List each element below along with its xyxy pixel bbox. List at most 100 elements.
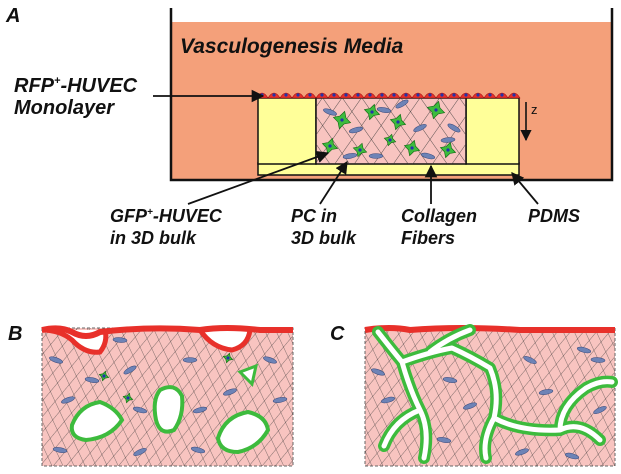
- pericyte: [52, 447, 68, 453]
- rfp-nucleus: [272, 93, 276, 97]
- pericyte: [272, 397, 288, 403]
- pericyte: [447, 123, 461, 133]
- pericyte: [436, 437, 452, 443]
- collagen-label: Collagen: [401, 206, 477, 226]
- pericyte: [132, 406, 148, 414]
- gfp-huvec-nucleus: [102, 374, 106, 378]
- pc-label: PC in: [291, 206, 337, 226]
- panel-b-letter: B: [8, 323, 22, 345]
- z-axis-label: z: [531, 102, 538, 117]
- rfp-nucleus: [476, 93, 480, 97]
- panel-c-monolayer: [364, 325, 615, 334]
- pericyte: [515, 448, 529, 456]
- panel-b-lumen-3: [215, 409, 271, 455]
- gfp-huvec-nucleus: [434, 108, 438, 112]
- media-label: Vasculogenesis Media: [180, 35, 404, 58]
- rfp-nucleus: [464, 93, 468, 97]
- pericyte: [342, 153, 358, 159]
- gfp-huvec-nucleus: [358, 148, 362, 152]
- pericyte: [593, 406, 607, 414]
- rfp-nucleus: [500, 93, 504, 97]
- rfp-nucleus: [380, 93, 384, 97]
- gfp-huvec-nucleus: [126, 396, 130, 400]
- pericyte: [123, 365, 137, 375]
- pericyte: [84, 377, 100, 383]
- pdms-label: PDMS: [528, 206, 580, 226]
- pericyte: [442, 377, 458, 383]
- pericyte: [323, 108, 337, 116]
- pericyte: [368, 153, 384, 159]
- pericyte: [376, 107, 392, 113]
- panel-b-lumen-4: [237, 363, 259, 387]
- panel-b-lumen-2: [152, 385, 185, 434]
- gfp-huvec-nucleus: [388, 138, 392, 142]
- panel-b-monolayer: [41, 325, 293, 339]
- pericyte: [576, 346, 592, 354]
- rfp-huvec-label: RFP+-HUVEC: [14, 75, 138, 97]
- pericyte: [223, 388, 237, 396]
- well-outline: [169, 8, 614, 182]
- gfp-huvec-nucleus: [396, 120, 400, 124]
- pericyte: [263, 356, 277, 364]
- pericyte: [463, 402, 477, 410]
- gfp-huvec-nucleus: [410, 146, 414, 150]
- rfp-nucleus: [404, 93, 408, 97]
- panel-b-cells: [49, 337, 288, 456]
- rfp-nucleus: [332, 93, 336, 97]
- rfp-nucleus: [368, 93, 372, 97]
- gfp-huvec-nucleus: [446, 148, 450, 152]
- gfp-huvec-label-line2: in 3D bulk: [110, 228, 197, 248]
- pc-label-line2: 3D bulk: [291, 228, 357, 248]
- pdms-wall-left: [257, 97, 317, 165]
- pericyte: [133, 448, 147, 456]
- rfp-nucleus: [416, 93, 420, 97]
- rfp-nucleus: [284, 93, 288, 97]
- pericyte: [420, 152, 436, 160]
- rfp-nucleus: [320, 93, 324, 97]
- rfp-nucleus: [512, 93, 516, 97]
- pericyte: [380, 396, 396, 404]
- pdms-wall-right: [465, 97, 520, 165]
- gfp-huvec-label: GFP+-HUVEC: [110, 206, 223, 226]
- rfp-nucleus: [308, 93, 312, 97]
- rfp-nucleus: [296, 93, 300, 97]
- pericyte: [371, 368, 385, 376]
- panel-c-vascular-network: [372, 324, 618, 464]
- pericyte: [192, 406, 208, 414]
- collagen-label-line2: Fibers: [401, 228, 455, 248]
- pericyte: [190, 446, 206, 454]
- rfp-nucleus: [428, 93, 432, 97]
- pericyte: [348, 126, 364, 134]
- pericyte: [440, 137, 456, 143]
- pericyte: [49, 356, 63, 364]
- pericyte: [182, 357, 198, 363]
- gfp-huvec-nucleus: [226, 356, 230, 360]
- panel-b-sprout-2: [197, 328, 253, 353]
- panel-a-letter: A: [5, 5, 20, 27]
- panel-c-letter: C: [330, 323, 345, 345]
- rfp-nucleus: [488, 93, 492, 97]
- gfp-huvec-nucleus: [340, 118, 344, 122]
- rfp-nucleus: [356, 93, 360, 97]
- pericyte: [413, 124, 427, 132]
- pericyte: [112, 337, 128, 343]
- rfp-nucleus: [344, 93, 348, 97]
- bulk-cells: [321, 99, 461, 160]
- panel-b-lumen-1: [69, 399, 125, 443]
- pericyte: [523, 356, 537, 364]
- panel-c: [364, 324, 618, 467]
- pdms-pointer: [511, 172, 539, 205]
- pericyte: [538, 389, 554, 395]
- pericyte: [61, 396, 75, 404]
- collagen-mesh-b: [316, 98, 466, 164]
- rfp-nucleus: [440, 93, 444, 97]
- pericyte: [395, 99, 409, 109]
- rfp-nucleus: [392, 93, 396, 97]
- gfp-huvec-nucleus: [370, 110, 374, 114]
- panel-c-cells: [371, 346, 607, 460]
- pc-pointer: [319, 160, 348, 205]
- gfp-pointer: [187, 150, 330, 205]
- pericyte: [564, 452, 580, 460]
